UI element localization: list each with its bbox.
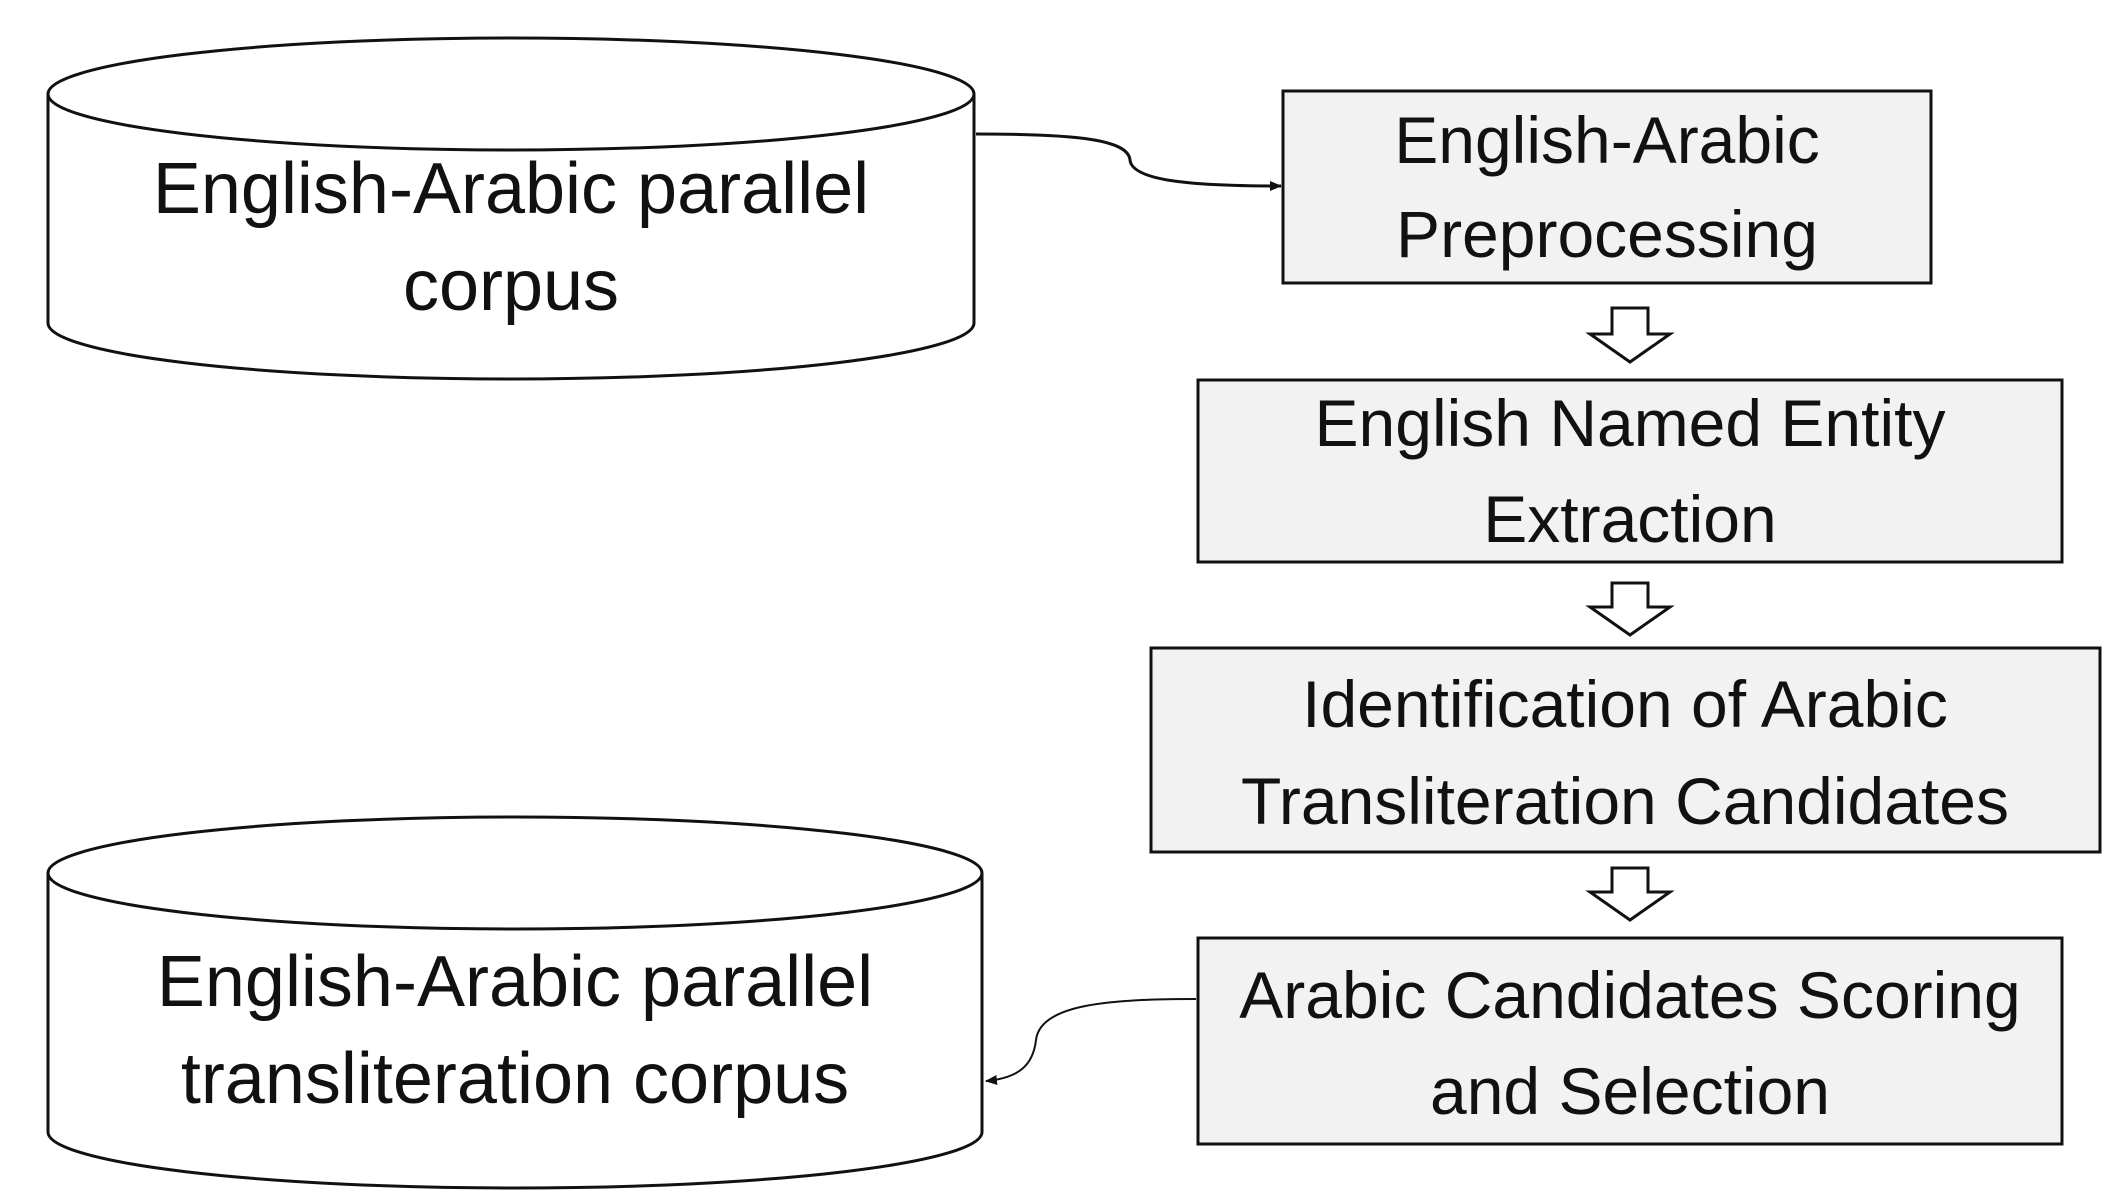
step-candidate-identification-label-line2: Transliteration Candidates bbox=[1241, 764, 2009, 838]
output-corpus-label-line2: transliteration corpus bbox=[181, 1039, 849, 1119]
step-candidate-identification: Identification of Arabic Transliteration… bbox=[1149, 646, 2102, 854]
output-corpus-database: English-Arabic parallel transliteration … bbox=[46, 815, 984, 1190]
step-named-entity-extraction-box bbox=[1196, 378, 2064, 564]
connector-corpus-to-preprocessing bbox=[975, 132, 1282, 191]
output-corpus-cylinder-body bbox=[46, 873, 984, 1190]
step-preprocessing: English-Arabic Preprocessing bbox=[1281, 89, 1933, 285]
step-scoring-selection: Arabic Candidates Scoring and Selection bbox=[1196, 936, 2064, 1146]
connector-scoring-to-output-corpus bbox=[985, 998, 1197, 1085]
step-scoring-selection-label-line2: and Selection bbox=[1430, 1054, 1830, 1128]
output-corpus-label-line1: English-Arabic parallel bbox=[157, 942, 873, 1022]
down-arrow-icon bbox=[1585, 306, 1675, 364]
step-named-entity-extraction-label-line1: English Named Entity bbox=[1315, 386, 1946, 460]
source-corpus-cylinder-top bbox=[46, 36, 976, 152]
down-arrow-icon bbox=[1585, 866, 1675, 922]
source-corpus-label-line2: corpus bbox=[403, 246, 619, 326]
step-preprocessing-box bbox=[1281, 89, 1933, 285]
step-scoring-selection-box bbox=[1196, 936, 2064, 1146]
step-candidate-identification-box bbox=[1149, 646, 2102, 854]
step-preprocessing-label-line2: Preprocessing bbox=[1396, 197, 1818, 271]
source-corpus-database: English-Arabic parallel corpus bbox=[46, 36, 976, 381]
source-corpus-cylinder-body bbox=[46, 94, 976, 381]
step-candidate-identification-label-line1: Identification of Arabic bbox=[1302, 667, 1948, 741]
step-preprocessing-label-line1: English-Arabic bbox=[1394, 103, 1820, 177]
down-arrow-icon bbox=[1585, 581, 1675, 637]
step-named-entity-extraction: English Named Entity Extraction bbox=[1196, 378, 2064, 564]
step-named-entity-extraction-label-line2: Extraction bbox=[1483, 482, 1776, 556]
source-corpus-label-line1: English-Arabic parallel bbox=[153, 149, 869, 229]
output-corpus-cylinder-top bbox=[46, 815, 984, 931]
step-scoring-selection-label-line1: Arabic Candidates Scoring bbox=[1239, 958, 2020, 1032]
